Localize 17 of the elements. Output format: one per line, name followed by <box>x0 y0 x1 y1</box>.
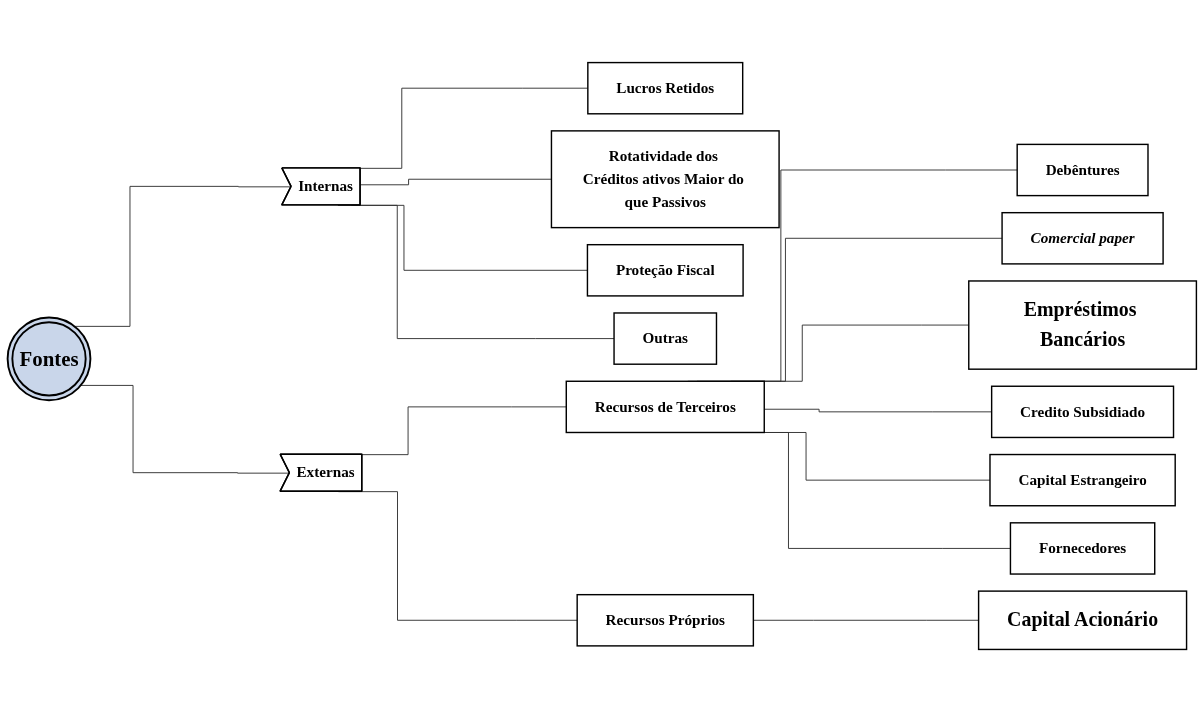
node-box: Rotatividade dos Créditos ativos Maior do que Passivos <box>550 130 780 229</box>
node-box: Capital Acionário <box>977 590 1188 651</box>
node-box: Proteção Fiscal <box>586 243 744 297</box>
connector <box>74 185 292 327</box>
node-box: Outras <box>613 312 718 365</box>
node-box: Fornecedores <box>1009 522 1156 575</box>
node-box: Recursos de Terceiros <box>565 380 765 434</box>
node-box: Debêntures <box>1016 143 1149 197</box>
node-box: Lucros Retidos <box>587 61 744 115</box>
node-box: Comercial paper <box>1001 211 1164 265</box>
node-box: Capital Estrangeiro <box>989 453 1176 507</box>
node-circle: Fontes <box>6 316 92 402</box>
node-box: Empréstimos Bancários <box>968 280 1198 370</box>
connector <box>360 178 552 186</box>
connector <box>359 406 567 456</box>
node-box: Credito Subsidiado <box>990 385 1175 439</box>
node-box: Recursos Próprios <box>576 593 755 647</box>
